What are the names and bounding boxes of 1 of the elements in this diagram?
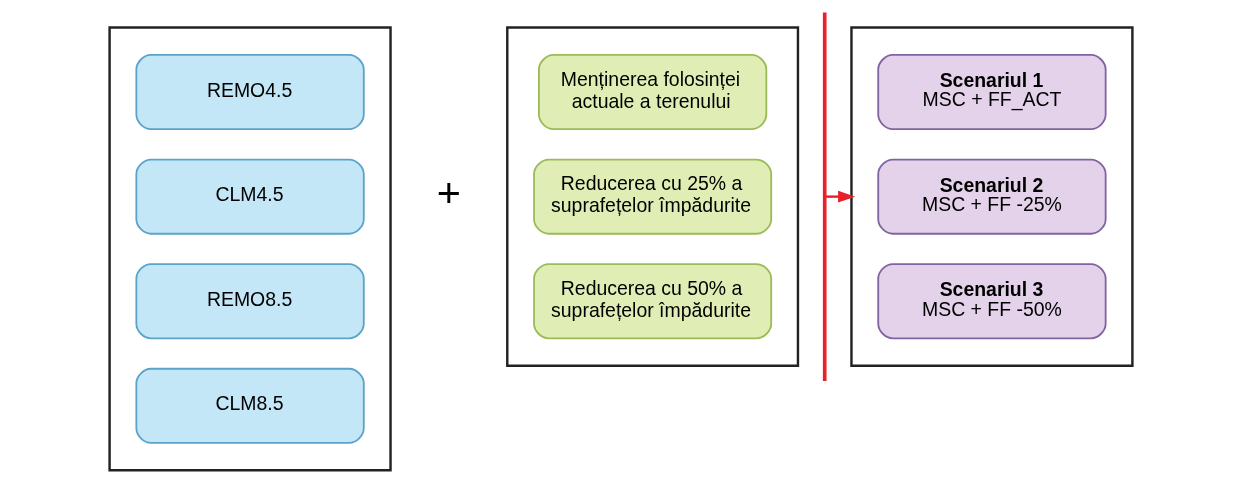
label: + [436,170,461,217]
